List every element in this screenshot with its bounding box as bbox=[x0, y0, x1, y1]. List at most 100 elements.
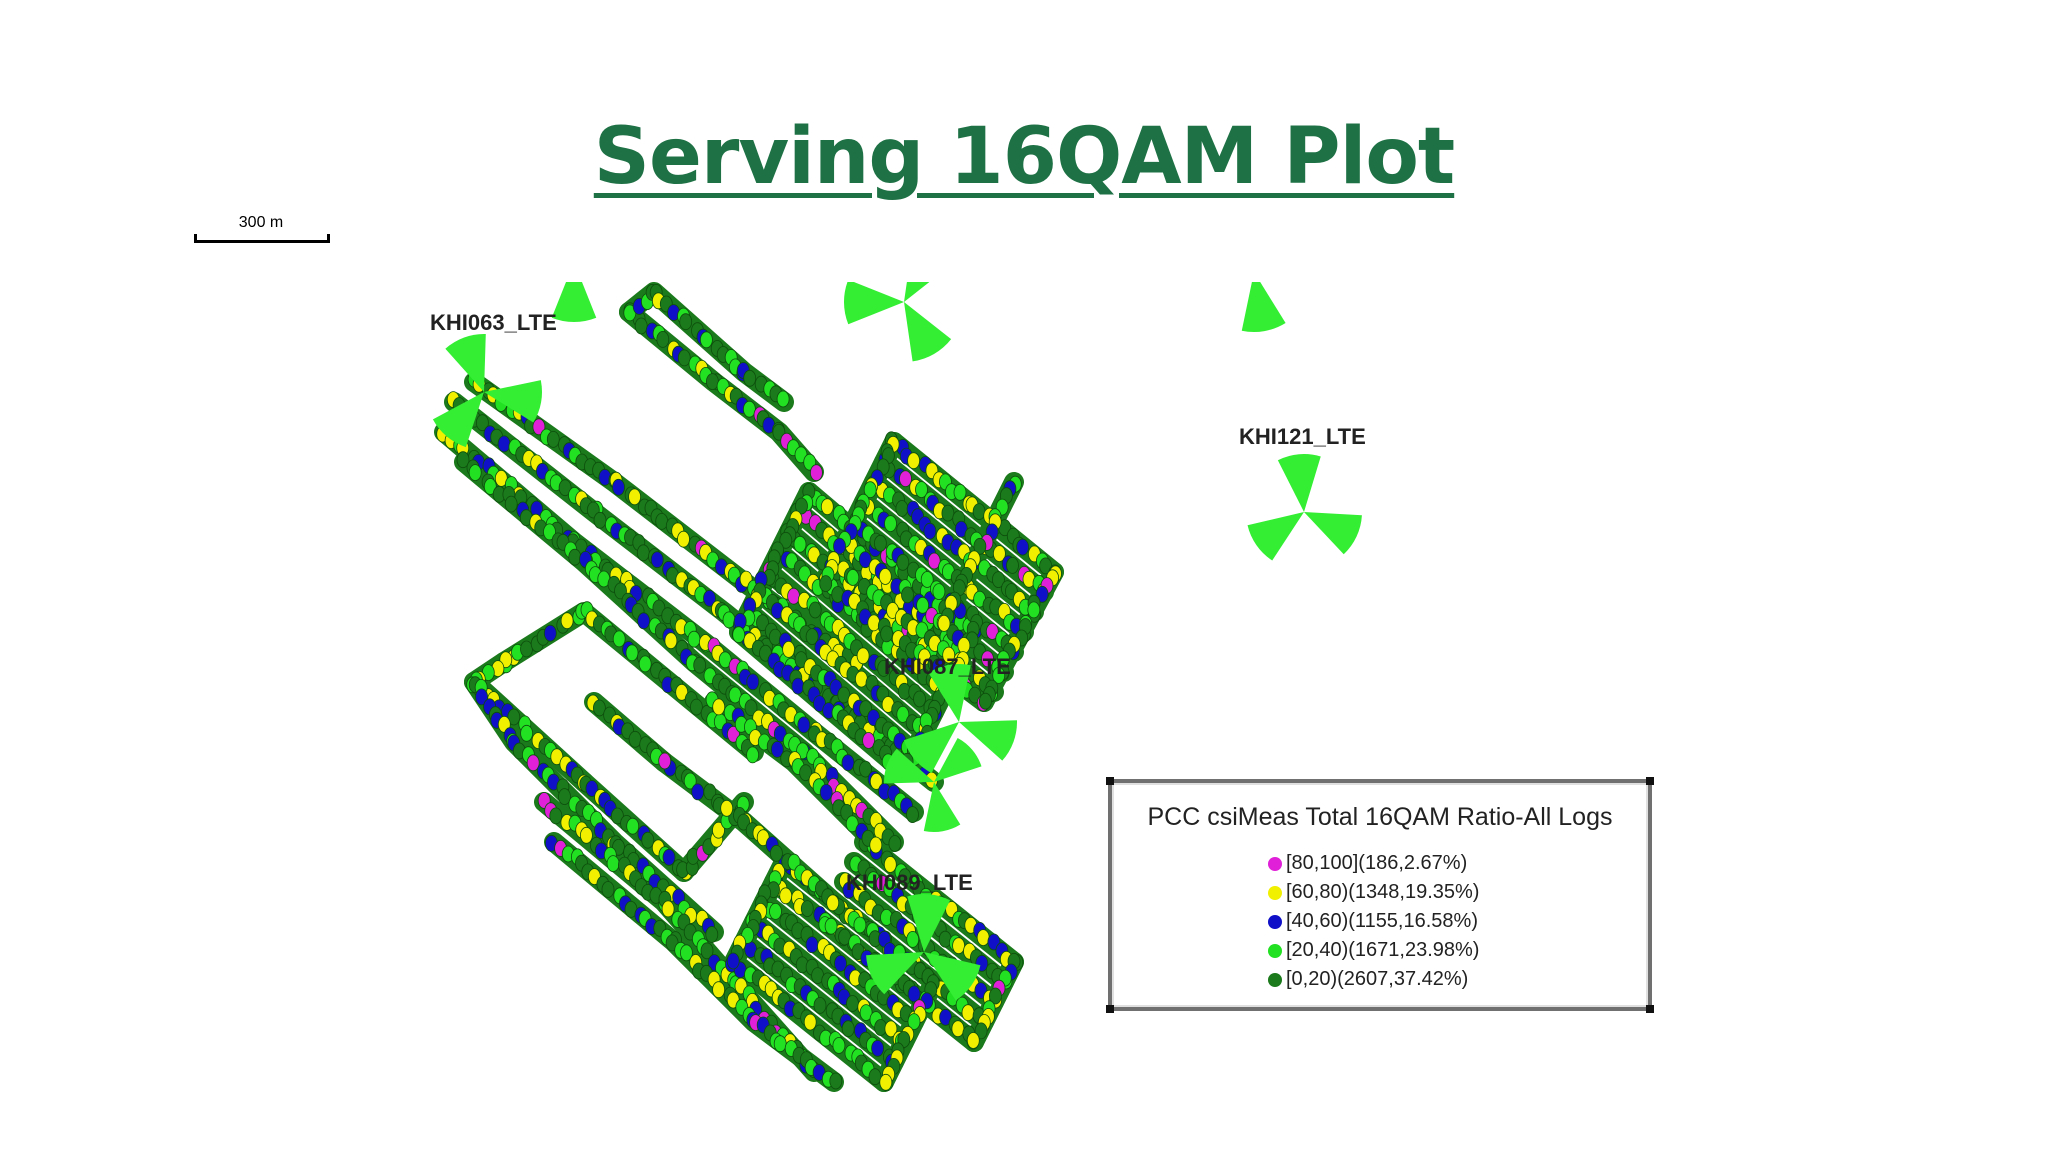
sector-wedge bbox=[928, 664, 971, 722]
measurement-point bbox=[957, 637, 971, 654]
sector-wedge bbox=[432, 392, 484, 448]
measurement-point bbox=[634, 317, 648, 335]
measurement-point bbox=[1027, 601, 1041, 619]
legend-swatch-80-100 bbox=[1268, 856, 1282, 871]
measurement-point bbox=[883, 856, 897, 873]
measurement-point bbox=[793, 535, 807, 553]
measurement-point bbox=[993, 545, 1006, 563]
measurement-point bbox=[1016, 538, 1029, 556]
measurement-point bbox=[974, 1022, 988, 1040]
measurement-point bbox=[650, 551, 664, 569]
measurement-point bbox=[820, 498, 834, 516]
measurement-point bbox=[888, 835, 902, 852]
measurement-point bbox=[985, 623, 999, 640]
measurement-point bbox=[932, 583, 946, 601]
measurement-point bbox=[720, 799, 734, 817]
drive-test-map[interactable]: KHI063_LTE KHI121_LTE KHI087_LTE KHI089_… bbox=[414, 282, 1414, 1152]
measurement-point bbox=[526, 754, 540, 772]
measurement-point bbox=[916, 596, 930, 614]
measurement-point bbox=[829, 1072, 843, 1090]
measurement-point bbox=[675, 683, 689, 701]
measurement-point bbox=[687, 630, 701, 648]
scale-bar-line bbox=[194, 234, 330, 243]
sector-wedge bbox=[1241, 282, 1286, 332]
measurement-point bbox=[868, 1068, 882, 1086]
measurement-point bbox=[743, 369, 757, 387]
measurement-point bbox=[699, 331, 713, 349]
measurement-point bbox=[456, 451, 470, 469]
legend-item: [80,100](186,2.67%) bbox=[1268, 849, 1479, 878]
legend-title: PCC csiMeas Total 16QAM Ratio-All Logs bbox=[1147, 803, 1613, 831]
sector-wedge bbox=[445, 334, 486, 392]
legend-corner bbox=[1106, 777, 1114, 785]
measurement-point bbox=[712, 698, 726, 716]
measurement-point bbox=[826, 894, 840, 912]
measurement-point bbox=[795, 497, 808, 515]
site-label-khi121: KHI121_LTE bbox=[1239, 424, 1366, 449]
measurement-point bbox=[906, 806, 919, 823]
measurement-point bbox=[961, 1004, 975, 1022]
sector-wedge bbox=[907, 894, 951, 952]
site-top-left-sectors[interactable] bbox=[515, 282, 634, 322]
measurement-point bbox=[507, 708, 521, 726]
measurement-point bbox=[854, 670, 868, 688]
measurement-point bbox=[862, 732, 876, 749]
measurement-point bbox=[726, 725, 740, 743]
measurement-point bbox=[878, 568, 892, 585]
measurement-point bbox=[799, 764, 813, 782]
measurement-point bbox=[791, 677, 805, 695]
measurement-point bbox=[641, 831, 655, 849]
measurement-point bbox=[677, 530, 690, 548]
site-khi087-sectors[interactable] bbox=[903, 664, 1017, 774]
measurement-point bbox=[846, 995, 859, 1012]
measurement-point bbox=[989, 987, 1002, 1005]
site-khi087b-sectors[interactable] bbox=[884, 737, 982, 832]
measurement-point bbox=[809, 464, 823, 482]
measurement-point bbox=[746, 746, 760, 764]
legend-swatch-40-60 bbox=[1268, 914, 1282, 929]
measurement-point bbox=[907, 985, 921, 1003]
measurement-point bbox=[992, 571, 1005, 589]
measurement-point bbox=[981, 650, 994, 668]
sector-wedge bbox=[884, 748, 934, 784]
measurement-point bbox=[1006, 556, 1019, 574]
measurement-point bbox=[800, 900, 814, 917]
measurement-point bbox=[592, 699, 606, 717]
measurement-point bbox=[880, 625, 894, 643]
measurement-point bbox=[655, 512, 669, 530]
measurement-point bbox=[543, 523, 556, 541]
measurement-point bbox=[976, 929, 990, 946]
legend-item-label: [60,80)(1348,19.35%) bbox=[1286, 881, 1480, 903]
measurement-point bbox=[779, 531, 793, 549]
measurement-point bbox=[532, 418, 546, 436]
measurement-point bbox=[846, 569, 860, 586]
measurement-point bbox=[879, 1073, 893, 1091]
measurement-point bbox=[658, 752, 672, 770]
site-khi063-sectors[interactable] bbox=[432, 334, 542, 448]
measurement-point bbox=[901, 586, 914, 604]
site-khi089-sectors[interactable] bbox=[866, 894, 981, 1001]
measurement-point bbox=[558, 788, 571, 805]
measurement-point bbox=[966, 1032, 980, 1049]
measurement-point bbox=[841, 754, 855, 772]
legend-items: [80,100](186,2.67%) [60,80)(1348,19.35%)… bbox=[1268, 849, 1479, 994]
measurement-point bbox=[744, 699, 758, 717]
site-top-right-sectors[interactable] bbox=[1194, 282, 1311, 332]
legend-item: [20,40)(1671,23.98%) bbox=[1268, 936, 1479, 965]
measurement-point bbox=[877, 659, 891, 677]
scale-bar: 300 m bbox=[194, 214, 330, 244]
measurement-point bbox=[606, 855, 620, 872]
site-khi121-sectors[interactable] bbox=[1247, 453, 1362, 561]
measurement-point bbox=[873, 534, 887, 552]
measurement-point bbox=[898, 868, 912, 886]
measurement-point bbox=[853, 916, 867, 934]
measurement-point bbox=[895, 500, 909, 517]
measurement-point bbox=[813, 997, 827, 1014]
sector-wedge bbox=[1304, 512, 1362, 555]
measurement-point bbox=[732, 626, 746, 644]
measurement-point bbox=[913, 690, 926, 708]
site-top-mid-sectors[interactable] bbox=[843, 282, 952, 362]
measurement-point bbox=[679, 944, 693, 962]
legend-item-label: [80,100](186,2.67%) bbox=[1286, 852, 1468, 874]
measurement-point bbox=[601, 881, 615, 898]
